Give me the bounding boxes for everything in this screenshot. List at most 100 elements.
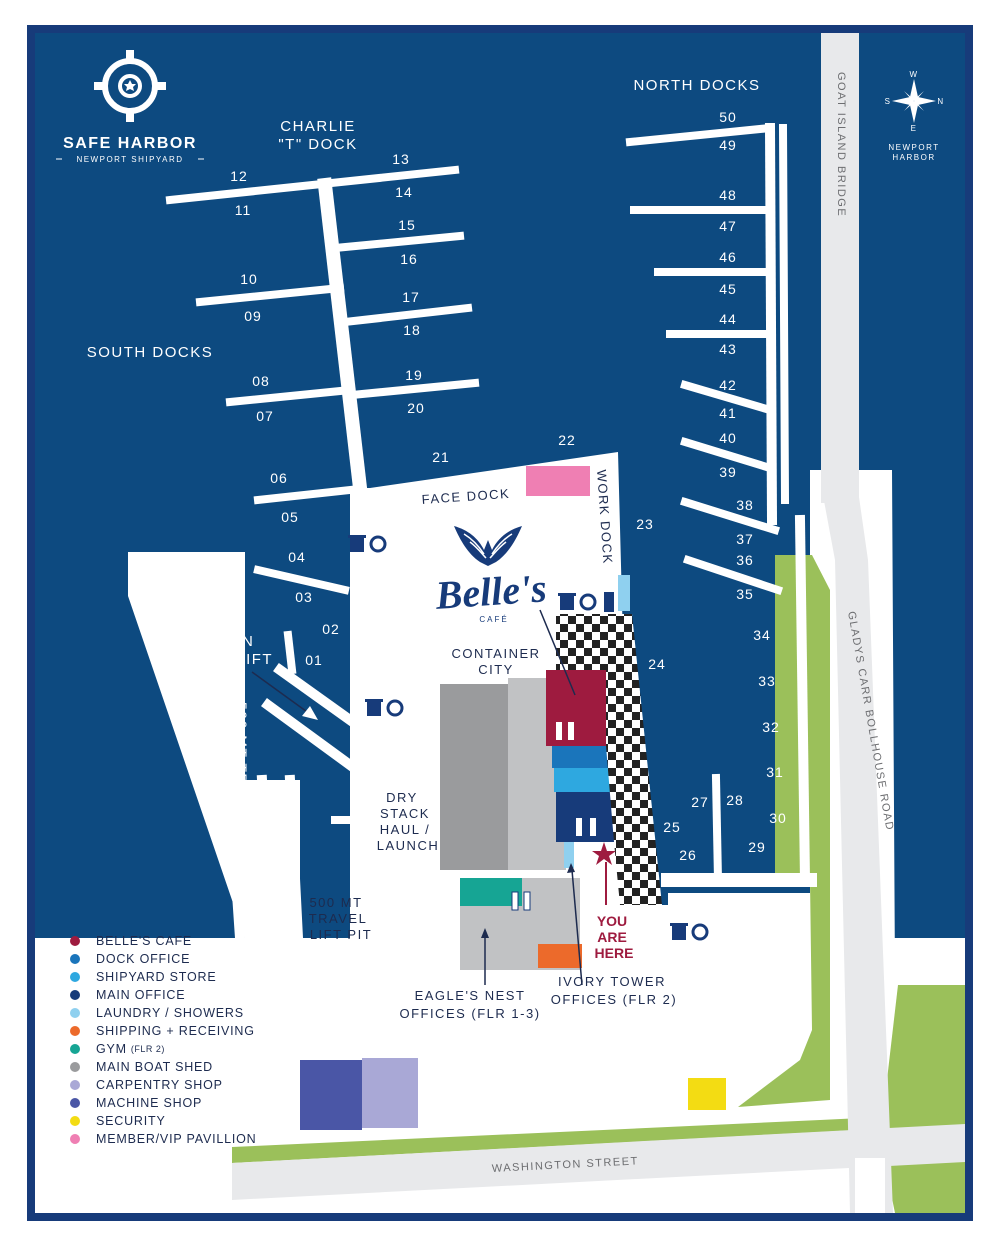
legend-swatch	[70, 1062, 80, 1072]
travel-lift-slip-a	[273, 663, 357, 727]
legend-label: SECURITY	[96, 1114, 166, 1128]
legend-swatch	[70, 990, 80, 1000]
slip-number: 17	[402, 289, 420, 305]
pier-06-05	[253, 485, 355, 505]
brand-subtitle: NEWPORT SHIPYARD	[76, 155, 183, 164]
legend-item: DOCK OFFICE	[70, 950, 310, 968]
dry-stack-label-2: STACK	[380, 806, 430, 821]
slip-number: 45	[719, 281, 737, 297]
slip-number: 11	[235, 202, 252, 218]
legend-item: LAUNDRY / SHOWERS	[70, 1004, 310, 1022]
dry-stack-label-1: DRY	[386, 790, 418, 805]
pier-08-07	[225, 385, 355, 407]
eagles-nest-label-1: EAGLE'S NEST	[415, 988, 526, 1003]
restroom-icon	[511, 722, 596, 911]
trash-icon	[560, 596, 574, 610]
slip-number: 26	[679, 847, 697, 863]
laundry-block-north	[618, 575, 630, 611]
goat-island-bridge	[821, 33, 859, 503]
member-vip-pavillion	[526, 466, 590, 496]
recycle-icon	[579, 593, 597, 611]
pit-label-3: LIFT PIT	[310, 927, 372, 942]
legend-item: SHIPPING + RECEIVING	[70, 1022, 310, 1040]
north-spine-2	[778, 123, 790, 505]
belles-cafe-block	[546, 670, 606, 746]
travel-lift-slip-b	[261, 698, 357, 772]
slip-number: 05	[281, 509, 299, 525]
slip-number: 30	[769, 810, 787, 826]
slip-number: 40	[719, 430, 737, 446]
east-seawall	[794, 514, 811, 886]
slip-number: 22	[558, 432, 576, 448]
legend-label: MACHINE SHOP	[96, 1096, 203, 1110]
laundry-block	[564, 842, 574, 868]
shipyard-store-block	[554, 768, 610, 792]
recycle-icon	[691, 923, 709, 941]
slip-number: 20	[407, 400, 425, 416]
legend-swatch	[70, 1026, 80, 1036]
slip-number: 37	[736, 531, 754, 547]
trash-recycle-3	[365, 699, 404, 717]
carpentry-shop	[362, 1058, 418, 1128]
slip-number: 14	[395, 184, 413, 200]
ivory-tower-label-2: OFFICES (FLR 2)	[551, 992, 678, 1007]
slip-number: 27	[691, 794, 709, 810]
piers	[165, 122, 817, 944]
road-island	[855, 1158, 885, 1213]
compass-bottom: E	[911, 124, 918, 133]
slip-number: 48	[719, 187, 737, 203]
legend-swatch	[70, 1044, 80, 1054]
slip-number: 18	[403, 322, 421, 338]
slip-number: 02	[322, 621, 340, 637]
legend-swatch	[70, 1008, 80, 1018]
charlie-dock-label-1: CHARLIE	[280, 118, 356, 135]
legend-swatch	[70, 954, 80, 964]
legend-item: SECURITY	[70, 1112, 310, 1130]
pointers	[251, 609, 583, 986]
legend-item: MAIN BOAT SHED	[70, 1058, 310, 1076]
slip-number: 06	[270, 470, 288, 486]
trash-icon	[350, 538, 364, 552]
belles-name: Belle's	[433, 565, 548, 618]
legend-item: MAIN OFFICE	[70, 986, 310, 1004]
ivory-pointer-line	[571, 869, 583, 986]
eagles-nest-label-2: OFFICES (FLR 1-3)	[399, 1006, 540, 1021]
pier-04-03	[253, 565, 350, 595]
slip-number: 29	[748, 839, 766, 855]
slip-number: 43	[719, 341, 737, 357]
pier-15-16	[330, 231, 465, 253]
slip-number: 04	[288, 549, 306, 565]
slip-number: 13	[392, 151, 410, 167]
pier-40-39	[680, 437, 775, 473]
pier-38-37	[679, 496, 781, 536]
ivory-tower-label-1: IVORY TOWER	[558, 974, 666, 989]
legend-label: MAIN BOAT SHED	[96, 1060, 214, 1074]
recycle-icon	[369, 535, 387, 553]
recycle-icon	[386, 699, 404, 717]
slip-number: 28	[726, 792, 744, 808]
eagle-logo-icon	[454, 526, 522, 566]
trash-recycle-1	[348, 535, 387, 553]
travel-lift-100-label-2: TRAVEL LIFT	[165, 651, 273, 668]
brand-name: SAFE HARBOR	[63, 135, 197, 152]
restroom-icon	[604, 592, 614, 612]
dry-stack-label-4: LAUNCH	[377, 838, 439, 853]
helm-logo-icon	[94, 50, 166, 122]
work-dock-label: WORK DOCK	[594, 469, 616, 565]
trash-icon	[672, 926, 686, 940]
slip-number: 47	[719, 218, 737, 234]
washington-street	[232, 1124, 965, 1200]
ivory-arrow-head	[567, 863, 575, 873]
eagle-arrow-head	[481, 928, 489, 938]
pit-wall-west	[224, 784, 246, 944]
slip-number: 21	[432, 449, 450, 465]
machine-shop	[300, 1060, 362, 1130]
you-are-here-star-icon	[592, 842, 616, 865]
travel-lift-arrow-head	[302, 706, 318, 720]
pier-36-35	[682, 554, 784, 596]
legend-swatch	[70, 1134, 80, 1144]
legend-item: MACHINE SHOP	[70, 1094, 310, 1112]
security-booth	[688, 1078, 726, 1110]
legend-swatch	[70, 1080, 80, 1090]
